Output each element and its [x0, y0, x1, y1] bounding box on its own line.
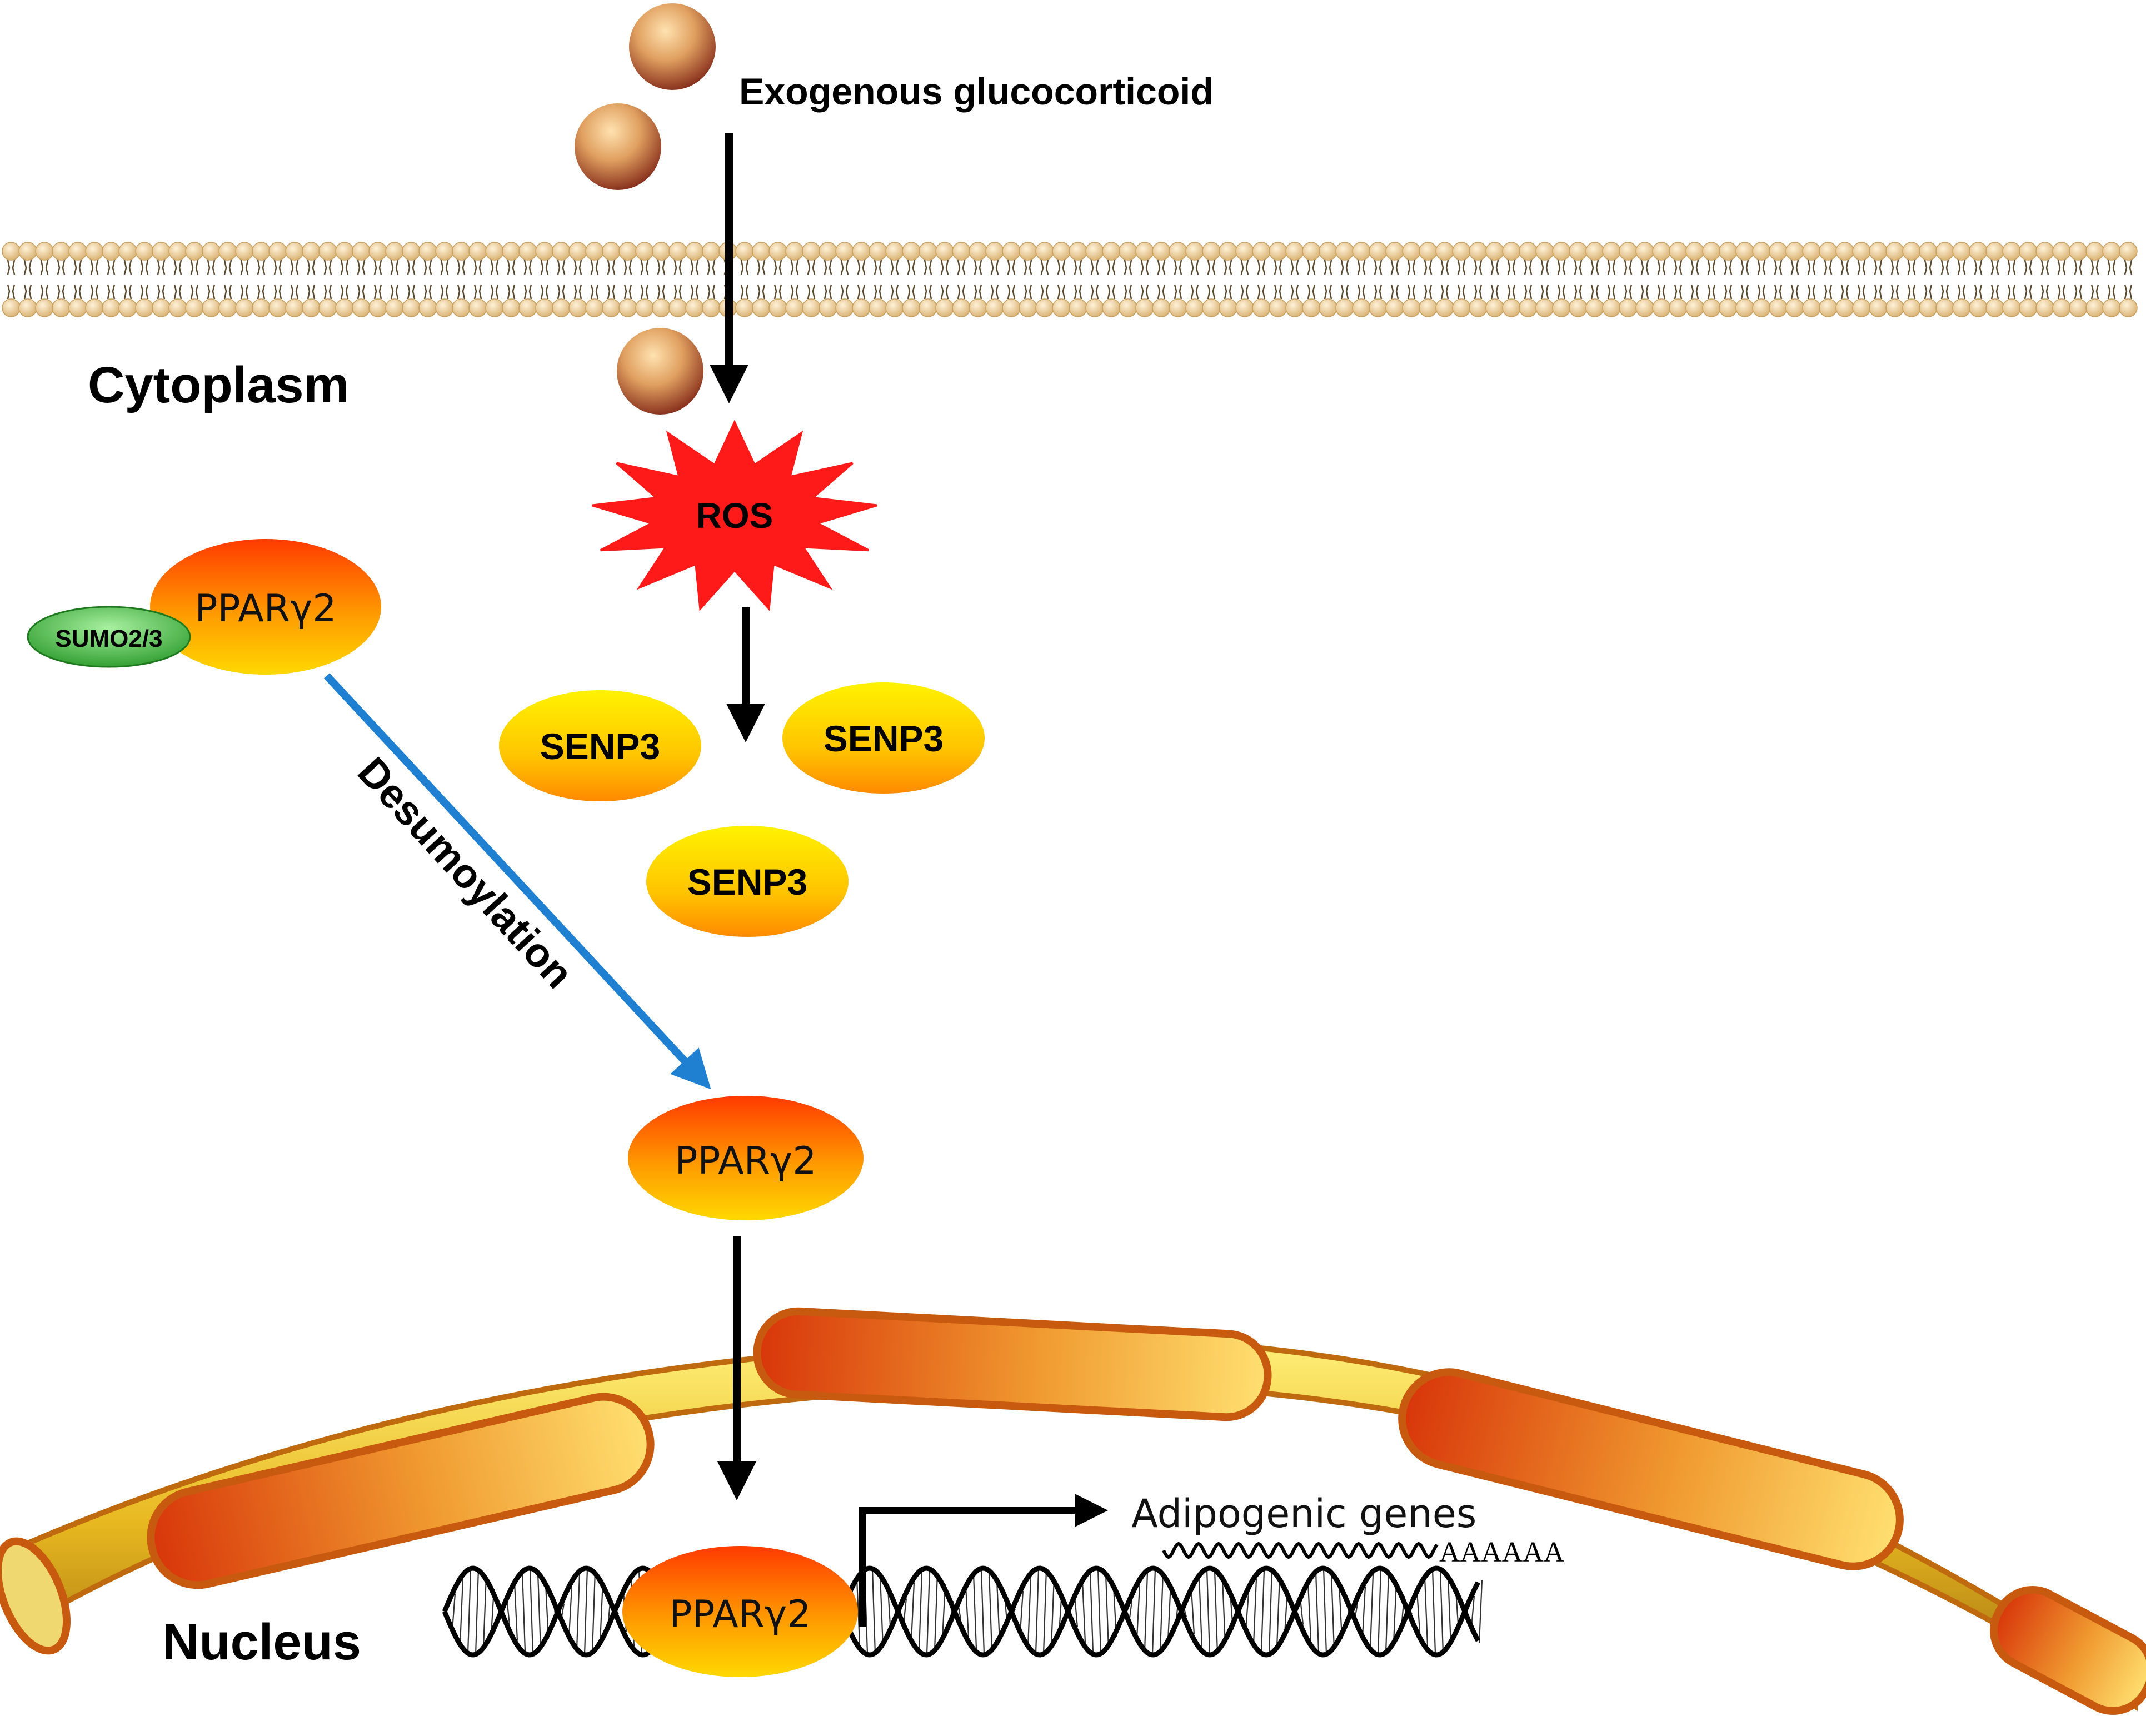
nuclear-envelope-segment: [1398, 1368, 1904, 1570]
nucleus-label: Nucleus: [162, 1614, 361, 1670]
senp3-label: SENP3: [824, 718, 944, 759]
pparg2-free: PPARγ2: [628, 1096, 864, 1220]
wavy-mrna-icon: [1162, 1542, 1439, 1559]
pparg2-label: PPARγ2: [675, 1139, 817, 1183]
desumoylation-arrow: [323, 673, 711, 1090]
nuclear-envelope: [0, 1307, 2146, 1715]
dna-double-helix-icon: [442, 1565, 1483, 1658]
glucocorticoid-sphere-icon: [575, 103, 661, 190]
pparg2-label: PPARγ2: [195, 587, 337, 631]
nuclear-envelope-segment: [1989, 1586, 2146, 1715]
sumo-ellipse: [27, 606, 191, 668]
senp3-ellipse: SENP3: [782, 682, 985, 794]
pparg2-on-dna: PPARγ2: [622, 1546, 858, 1677]
transcription-arrow: [859, 1494, 1108, 1627]
pparg2-ellipse: [628, 1096, 864, 1220]
nuclear-envelope-segment: [147, 1393, 655, 1589]
sumo-label: SUMO2/3: [55, 625, 162, 652]
adipogenic-genes-label: Adipogenic genes: [1131, 1491, 1476, 1537]
sumoylated-pparg2: PPARγ2 SUMO2/3: [27, 539, 381, 675]
pparg2-ellipse: [150, 539, 381, 675]
glucocorticoid-sphere-icon: [629, 3, 716, 90]
pparg2-ellipse: [622, 1546, 858, 1677]
pparg2-label: PPARγ2: [670, 1593, 811, 1637]
ros-label: ROS: [696, 496, 773, 536]
lipid-bilayer-icon: [2, 242, 2138, 317]
nuclear-envelope-segment: [753, 1307, 1272, 1421]
senp3-ellipse: SENP3: [646, 826, 849, 937]
ros-burst-icon: [592, 420, 877, 611]
exogenous-glucocorticoid-label: Exogenous glucocorticoid: [739, 71, 1214, 113]
glucocorticoid-sphere-icon: [617, 328, 703, 415]
senp3-label: SENP3: [540, 726, 660, 767]
nuclear-envelope-tube-end: [0, 1537, 71, 1655]
senp3-label: SENP3: [687, 861, 807, 902]
ros-starburst: ROS: [592, 420, 877, 611]
senp3-ellipse: SENP3: [499, 690, 701, 801]
polya-tail-label: AAAAAA: [1439, 1537, 1565, 1568]
glucocorticoid-molecules: [575, 3, 716, 415]
cytoplasm-label: Cytoplasm: [88, 357, 349, 413]
senp3-group: SENP3 SENP3 SENP3: [499, 682, 985, 937]
